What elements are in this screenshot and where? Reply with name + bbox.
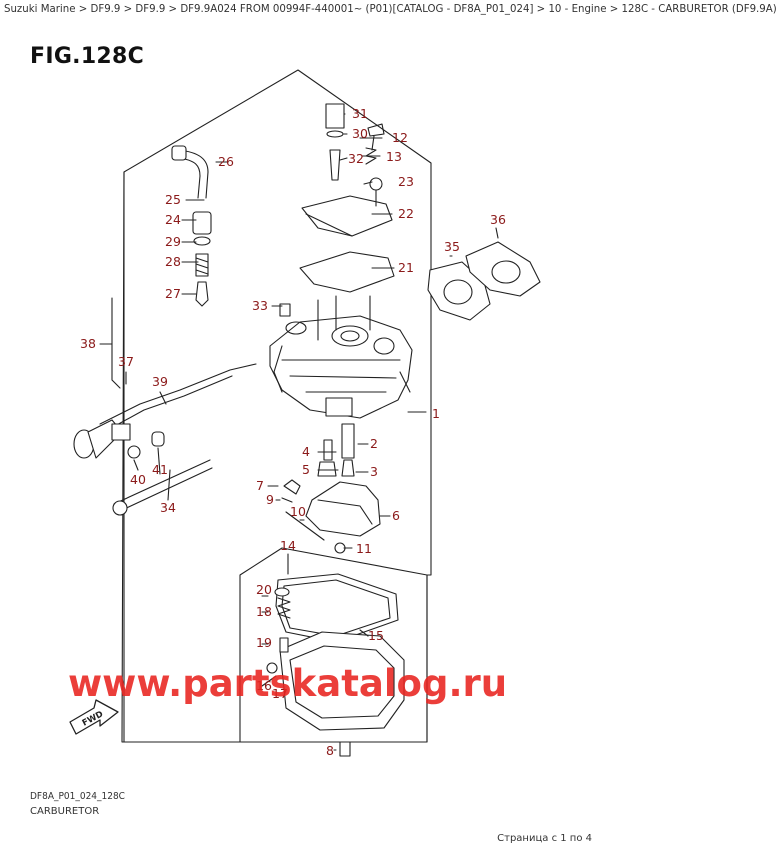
exploded-parts-diagram: 31 30 12 32 13 23 22 21 26 25 24 29 28 2… bbox=[68, 69, 541, 758]
callout-4: 4 bbox=[302, 444, 310, 459]
jet-needle bbox=[195, 281, 209, 307]
figure-title: FIG.128C bbox=[30, 44, 145, 69]
fuel-nipple bbox=[192, 211, 212, 235]
callout-10: 10 bbox=[290, 504, 306, 519]
callout-6: 6 bbox=[392, 508, 400, 523]
callout-39: 39 bbox=[152, 374, 168, 389]
callout-7: 7 bbox=[256, 478, 264, 493]
callout-8: 8 bbox=[326, 743, 334, 758]
callout-29: 29 bbox=[165, 234, 181, 249]
callout-26: 26 bbox=[218, 154, 234, 169]
intake-flange bbox=[465, 241, 541, 297]
callout-41: 41 bbox=[152, 462, 168, 477]
screw-33 bbox=[279, 303, 291, 317]
callout-18: 18 bbox=[256, 604, 272, 619]
callout-23: 23 bbox=[398, 174, 414, 189]
callout-40: 40 bbox=[130, 472, 146, 487]
callout-33: 33 bbox=[252, 298, 268, 313]
callout-21: 21 bbox=[398, 260, 414, 275]
callout-25: 25 bbox=[165, 192, 181, 207]
callout-14: 14 bbox=[280, 538, 296, 553]
callout-20: 20 bbox=[256, 582, 272, 597]
top-cover-plate bbox=[301, 195, 393, 237]
callout-11: 11 bbox=[356, 541, 372, 556]
float-bowl bbox=[279, 631, 405, 731]
retainer bbox=[151, 431, 165, 447]
callout-1: 1 bbox=[432, 406, 440, 421]
callout-30: 30 bbox=[352, 126, 368, 141]
throttle-shaft bbox=[113, 459, 213, 513]
callout-17: 17 bbox=[272, 686, 288, 701]
main-nozzle bbox=[341, 459, 355, 477]
choke-cable bbox=[111, 297, 121, 389]
callout-27: 27 bbox=[165, 286, 181, 301]
plug-5 bbox=[317, 461, 337, 477]
callout-3: 3 bbox=[370, 464, 378, 479]
callout-22: 22 bbox=[398, 206, 414, 221]
callout-24: 24 bbox=[165, 212, 181, 227]
drain-screw bbox=[279, 637, 289, 653]
callout-15: 15 bbox=[368, 628, 384, 643]
callout-labels: 31 30 12 32 13 23 22 21 26 25 24 29 28 2… bbox=[80, 106, 506, 758]
cap bbox=[325, 103, 345, 129]
float bbox=[305, 481, 381, 537]
callout-2: 2 bbox=[370, 436, 378, 451]
callout-5: 5 bbox=[302, 462, 310, 477]
fwd-arrow bbox=[69, 699, 119, 735]
float-bowl-frame bbox=[239, 547, 428, 743]
drain-spring bbox=[277, 597, 291, 619]
main-jet-holder bbox=[341, 423, 355, 459]
pilot-jet bbox=[329, 149, 341, 181]
figure-code: DF8A_P01_024_128C bbox=[30, 791, 125, 802]
callout-35: 35 bbox=[444, 239, 460, 254]
float-pin bbox=[285, 511, 325, 541]
pilot-jet-4 bbox=[323, 439, 333, 461]
figure-name: CARBURETOR bbox=[30, 806, 100, 817]
page-counter: Страница с 1 по 4 bbox=[497, 833, 592, 844]
callout-9: 9 bbox=[266, 492, 274, 507]
callout-36: 36 bbox=[490, 212, 506, 227]
clip bbox=[281, 497, 293, 503]
callout-32: 32 bbox=[348, 151, 364, 166]
callout-38: 38 bbox=[80, 336, 96, 351]
callout-16: 16 bbox=[256, 678, 272, 693]
diaphragm-gasket bbox=[299, 251, 395, 293]
bowl-bolt bbox=[339, 741, 351, 757]
breadcrumb: Suzuki Marine > DF9.9 > DF9.9 > DF9.9A02… bbox=[4, 4, 777, 15]
watermark: www.partskatalog.ru bbox=[68, 662, 507, 705]
choke-rod bbox=[99, 363, 257, 425]
callout-34: 34 bbox=[160, 500, 176, 515]
callout-37: 37 bbox=[118, 354, 134, 369]
callout-13: 13 bbox=[386, 149, 402, 164]
assembly-frame bbox=[121, 69, 432, 743]
screw-23 bbox=[369, 177, 383, 191]
callout-28: 28 bbox=[165, 254, 181, 269]
choke-knob bbox=[73, 419, 131, 459]
fwd-label: FWD bbox=[81, 709, 105, 728]
callout-19: 19 bbox=[256, 635, 272, 650]
float-needle bbox=[283, 479, 301, 495]
callout-31: 31 bbox=[352, 106, 368, 121]
carburetor-body bbox=[269, 295, 413, 419]
callout-12: 12 bbox=[392, 130, 408, 145]
